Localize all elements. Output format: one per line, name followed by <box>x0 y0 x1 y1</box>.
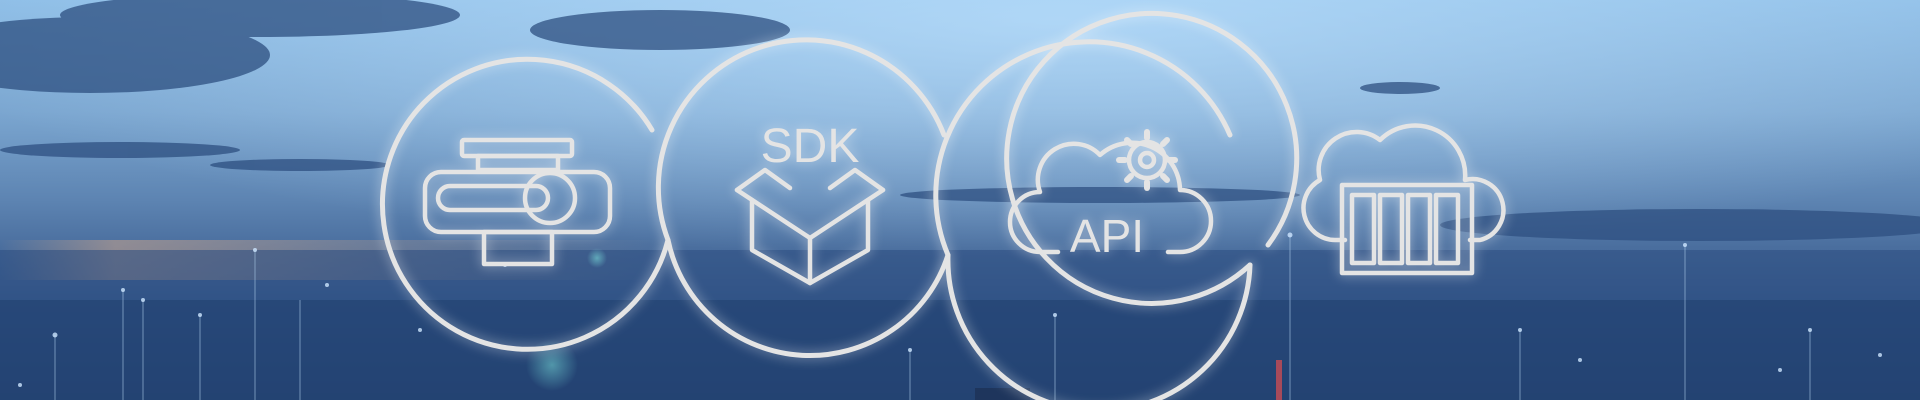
api-cloud-gear-icon <box>1007 129 1214 255</box>
sdk-label: SDK <box>761 120 860 173</box>
light-dots <box>18 232 1882 387</box>
light-antennas <box>54 235 1811 400</box>
sdk-circle[interactable] <box>655 37 951 359</box>
cloud-bank <box>0 0 1920 241</box>
printer-icon <box>422 137 613 267</box>
cloud-server-icon <box>1301 123 1506 276</box>
printer-circle[interactable] <box>379 56 671 352</box>
sdk-box-icon <box>734 167 886 286</box>
api-label: API <box>1070 210 1144 262</box>
cloud-server-circle[interactable] <box>1004 10 1506 306</box>
api-circle[interactable] <box>933 39 1253 400</box>
